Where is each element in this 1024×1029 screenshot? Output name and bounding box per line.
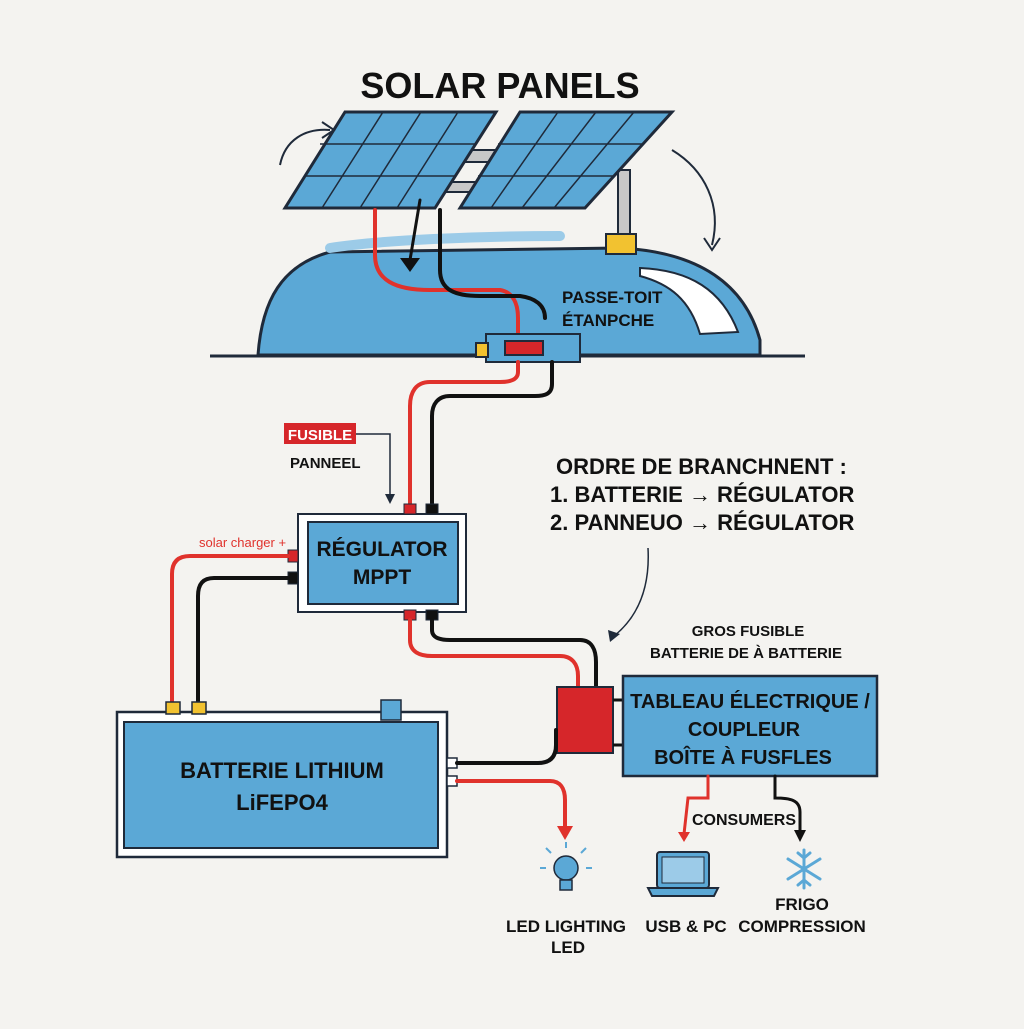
panel-box-line3: BOÎTE À FUSFLES (654, 745, 832, 769)
order-note-arrow (613, 547, 649, 637)
consumer-arrowhead-black (794, 830, 806, 842)
order-note-line2: 1. BATTERIE → RÉGULATOR (550, 482, 854, 507)
panel-wires (373, 198, 547, 342)
load-led-line2: LED (551, 938, 585, 957)
battery-label-line2: LiFEPO4 (236, 790, 328, 815)
consumer-arrowhead-red (678, 832, 690, 842)
led-wire-arrowhead (557, 826, 573, 840)
panel-fuse: FUSIBLE PANNEEL (284, 423, 395, 504)
consumers-label: CONSUMERS (692, 812, 796, 829)
roof-pass-through (475, 333, 581, 363)
panel-fuse-tag: FUSIBLE (288, 427, 352, 444)
consumer-wires (682, 774, 802, 836)
big-fuse-label-line2: BATTERIE DE À BATTERIE (650, 645, 842, 662)
diagram-title: SOLAR PANELS (360, 65, 639, 106)
battery-output-wires (455, 728, 567, 830)
regulator-to-fuse-wires (408, 618, 598, 690)
order-note-arrowhead (608, 630, 620, 642)
panel-box-line2: COUPLEUR (688, 719, 801, 741)
solar-panel-left (282, 110, 499, 210)
mppt-regulator (287, 503, 467, 621)
solar-panel-right (457, 110, 676, 210)
battery-label-line1: BATTERIE LITHIUM (180, 758, 384, 783)
roof-to-regulator-wires (408, 360, 554, 508)
electrical-panel (621, 674, 879, 778)
panel-fuse-label: PANNEEL (290, 455, 361, 472)
big-fuse (556, 686, 625, 754)
load-frigo-line1: FRIGO (775, 895, 829, 914)
big-fuse-label-line1: GROS FUSIBLE (692, 623, 805, 640)
rotation-arrows (279, 121, 721, 252)
lithium-battery (115, 699, 458, 859)
consumers-label-bg (690, 808, 798, 830)
laptop-icon (646, 851, 720, 897)
regulator-label-line1: RÉGULATOR (316, 538, 447, 561)
load-led-line1: LED LIGHTING (506, 917, 626, 936)
regulator-to-battery-wires (170, 554, 290, 706)
order-note-line3: 2. PANNEUO → RÉGULATOR (550, 510, 854, 535)
order-note-line1: ORDRE DE BRANCHNENT : (556, 454, 847, 479)
load-usb-line1: USB & PC (645, 917, 726, 936)
lightbulb-icon (540, 842, 592, 891)
panel-box-line1: TABLEAU ÉLECTRIQUE / (630, 690, 870, 713)
load-frigo-line2: COMPRESSION (738, 917, 866, 936)
solar-charger-label: solar charger + (199, 535, 286, 550)
roof-pass-label-line2: ÉTANPCHE (562, 311, 654, 330)
roof-pass-label-line1: PASSE-TOIT (562, 288, 663, 307)
regulator-label-line2: MPPT (353, 566, 412, 589)
snowflake-icon (786, 848, 822, 890)
